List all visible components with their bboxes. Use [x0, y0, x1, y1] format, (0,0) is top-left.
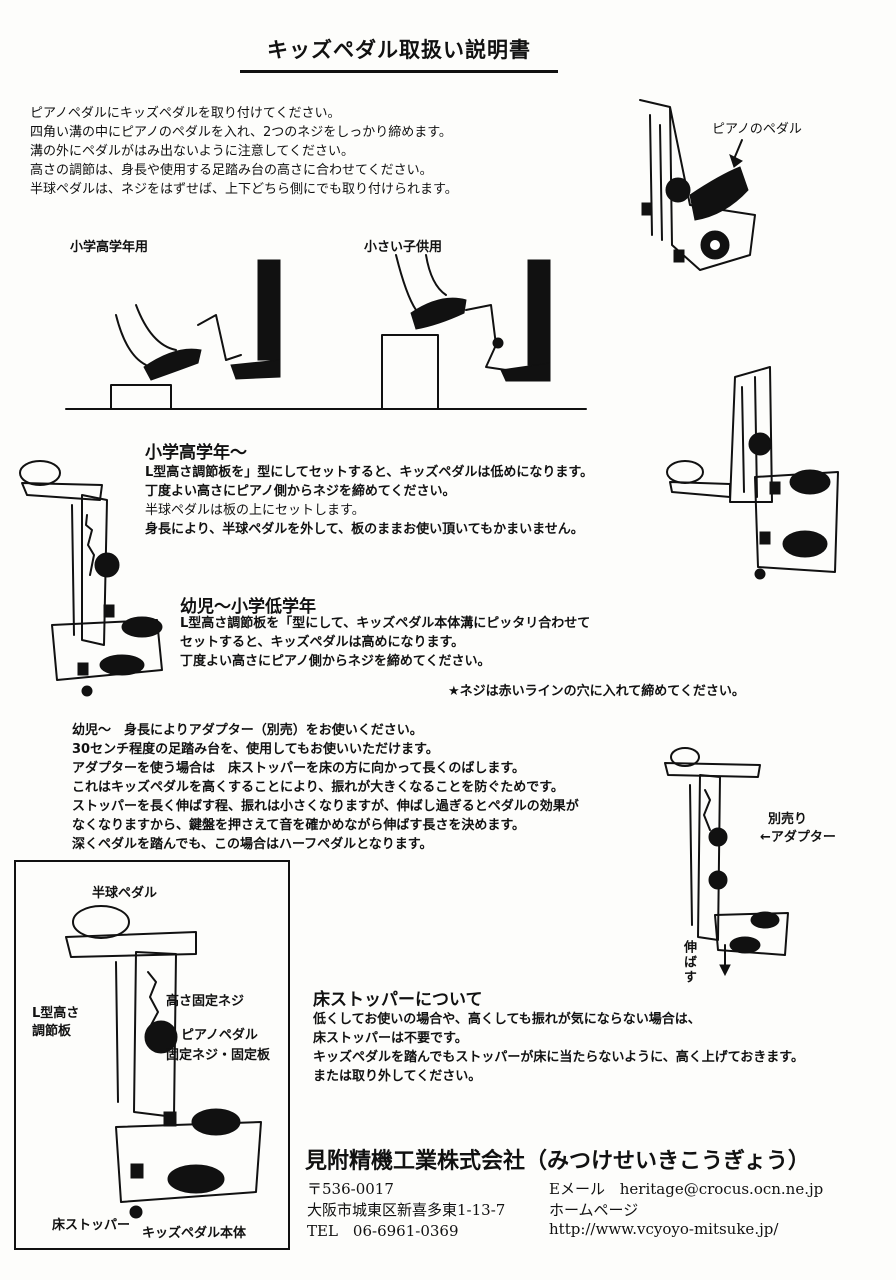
infant-text: 幼児〜 身長によりアダプター（別売）をお使いください。 30センチ程度の足踏み台…	[72, 721, 579, 854]
young-heading: 幼児〜小学低学年	[180, 597, 316, 617]
upper-grades-line: 丁度よい高さにピアノ側からネジを締めてください。	[145, 484, 456, 499]
floor-stopper-label: 床ストッパー	[52, 1218, 131, 1233]
young-line: 丁度よい高さにピアノ側からネジを締めてください。	[180, 654, 491, 669]
low-config-illustration	[666, 366, 839, 580]
homepage-url[interactable]: http://www.vcyoyo-mitsuke.jp/	[549, 1220, 779, 1238]
young-line: セットすると、キッズペダルは高めになります。	[180, 635, 465, 650]
email-link[interactable]: heritage@crocus.ocn.ne.jp	[619, 1180, 824, 1198]
sold-separately-label: 別売り	[768, 812, 808, 827]
l-plate-label-2: 調節板	[32, 1024, 72, 1039]
floor-stopper-heading: 床ストッパーについて	[313, 990, 483, 1010]
tall-config-illustration	[19, 460, 163, 697]
young-text: L型高さ調節板を「型にして、キッズペダル本体溝にピッタリ合わせて セットすると、…	[180, 614, 590, 671]
hemisphere-pedal-label: 半球ペダル	[92, 886, 158, 901]
l-plate-label-1: L型高さ	[32, 1006, 80, 1021]
infant-line: 幼児〜 身長によりアダプター（別売）をお使いください。	[72, 723, 423, 738]
parts-diagram-box: 半球ペダル L型高さ 調節板 高さ固定ネジ ピアノペダル 固定ネジ・固定板 床ス…	[14, 860, 290, 1250]
upper-grades-label: 小学高学年用	[70, 240, 149, 255]
upper-grades-heading: 小学高学年〜	[145, 443, 247, 463]
email-row: Eメール heritage@crocus.ocn.ne.jp	[549, 1178, 823, 1199]
infant-line: アダプターを使う場合は 床ストッパーを床の方に向かって長くのばします。	[72, 761, 526, 776]
email-label: Eメール	[549, 1180, 605, 1198]
mounted-pedal-illustration	[639, 99, 756, 271]
small-children-label: 小さい子供用	[364, 240, 443, 255]
intro-line: 溝の外にペダルがはみ出ないように注意してください。	[30, 144, 354, 159]
extend-label: 伸ばす	[681, 940, 696, 985]
infant-line: なくなりますから、鍵盤を押さえて音を確かめながら伸ばす長さを決めます。	[72, 818, 526, 833]
floor-stopper-line: キッズペダルを踏んでもストッパーが床に当たらないように、高く上げておきます。	[313, 1050, 805, 1065]
screw-note: ★ネジは赤いラインの穴に入れて締めてください。	[448, 684, 745, 699]
piano-pedal-label-2: 固定ネジ・固定板	[166, 1048, 271, 1063]
intro-line: 高さの調節は、身長や使用する足踏み台の高さに合わせてください。	[30, 163, 433, 178]
arrow-left-icon: ←	[760, 830, 771, 845]
pedal-body-label: キッズペダル本体	[142, 1226, 247, 1241]
floor-stopper-line: 床ストッパーは不要です。	[313, 1031, 468, 1046]
piano-pedal-label-1: ピアノペダル	[181, 1028, 258, 1043]
floor-stopper-line: 低くしてお使いの場合や、高くしても振れが気にならない場合は、	[313, 1012, 701, 1027]
adapter-label: ←アダプター	[760, 826, 836, 845]
address: 大阪市城東区新喜多東1-13-7	[307, 1201, 506, 1219]
adapter-label-text: アダプター	[770, 830, 836, 845]
upper-grades-line: L型高さ調節板を」型にしてセットすると、キッズペダルは低めになります。	[145, 465, 594, 480]
floor-stopper-text: 低くしてお使いの場合や、高くしても振れが気にならない場合は、 床ストッパーは不要…	[313, 1010, 804, 1086]
upper-grades-text: L型高さ調節板を」型にしてセットすると、キッズペダルは低めになります。 丁度よい…	[145, 463, 593, 539]
upper-grades-line: 身長により、半球ペダルを外して、板のままお使い頂いてもかまいません。	[145, 522, 584, 537]
intro-line: 半球ペダルは、ネジをはずせば、上下どちら側にでも取り付けられます。	[30, 182, 458, 197]
parts-illustration	[65, 905, 262, 1219]
infant-line: これはキッズペダルを高くすることにより、振れが大きくなることを防ぐためです。	[72, 780, 564, 795]
young-line: L型高さ調節板を「型にして、キッズペダル本体溝にピッタリ合わせて	[180, 616, 591, 631]
usage-comparison-illustration	[65, 254, 587, 410]
adapter-illustration	[664, 747, 789, 977]
upper-grades-line: 半球ペダルは板の上にセットします。	[145, 503, 365, 518]
intro-text: ピアノペダルにキッズペダルを取り付けてください。 四角い溝の中にピアノのペダルを…	[30, 104, 458, 199]
intro-line: ピアノペダルにキッズペダルを取り付けてください。	[30, 106, 341, 121]
infant-line: 30センチ程度の足踏み台を、使用してもお使いいただけます。	[72, 742, 439, 757]
piano-pedal-label: ピアノのペダル	[712, 122, 802, 137]
infant-line: 深くペダルを踏んでも、この場合はハーフペダルとなります。	[72, 837, 433, 852]
height-screw-label: 高さ固定ネジ	[166, 994, 245, 1009]
page-title: キッズペダル取扱い説明書	[240, 34, 558, 73]
homepage-label: ホームページ	[549, 1201, 639, 1219]
infant-line: ストッパーを長く伸ばす程、振れは小さくなりますが、伸ばし過ぎるとペダルの効果が	[72, 799, 579, 814]
floor-stopper-line: または取り外してください。	[313, 1069, 482, 1084]
intro-line: 四角い溝の中にピアノのペダルを入れ、2つのネジをしっかり締めます。	[30, 125, 452, 140]
company-name: 見附精機工業株式会社（みつけせいきこうぎょう）	[305, 1149, 810, 1174]
telephone: TEL 06-6961-0369	[307, 1222, 459, 1240]
postal-code: 〒536-0017	[307, 1180, 394, 1198]
